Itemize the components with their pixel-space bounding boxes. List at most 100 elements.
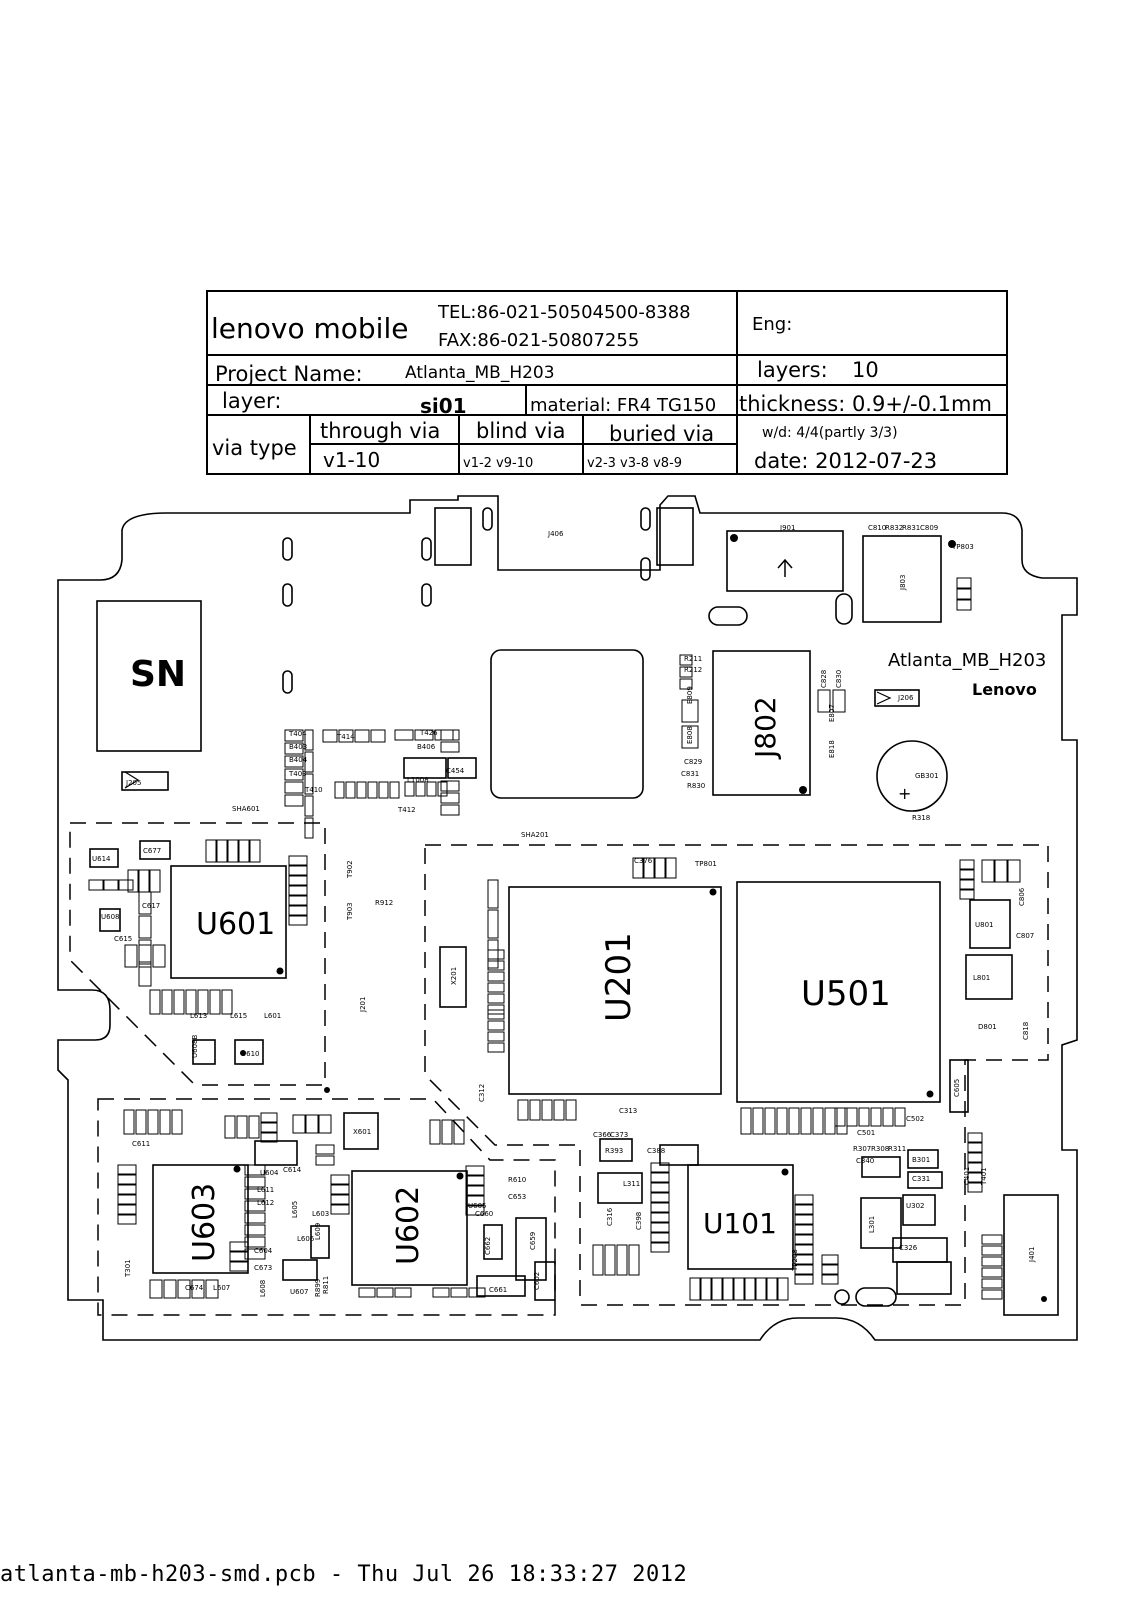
pad	[354, 729, 370, 743]
refdes-c674: C674	[185, 1284, 204, 1292]
pad	[159, 1109, 171, 1135]
refdes-c454: C454	[446, 767, 465, 775]
pad	[846, 1107, 858, 1127]
pad	[88, 879, 104, 891]
pad	[700, 1277, 712, 1301]
buried-via-label: buried via	[609, 422, 714, 446]
pad	[959, 869, 975, 880]
refdes-r811: R811	[322, 1276, 330, 1294]
refdes-l311: L311	[623, 1180, 640, 1188]
pad	[177, 1279, 191, 1299]
refdes-t903: T903	[346, 902, 354, 921]
refdes-c677: C677	[143, 847, 161, 855]
pad	[394, 729, 414, 741]
pad	[487, 1042, 505, 1053]
company-name: lenovo mobile	[211, 312, 408, 345]
pad	[304, 773, 314, 795]
pad	[967, 1182, 983, 1193]
pad	[440, 792, 460, 804]
refdes-b301: B301	[912, 1156, 930, 1164]
refdes-e808: E808	[686, 726, 694, 744]
pad	[138, 944, 152, 968]
pad	[487, 960, 505, 971]
pad	[288, 855, 308, 866]
refdes-c605: C605	[953, 1079, 961, 1097]
pad	[209, 989, 221, 1015]
pad	[117, 1214, 137, 1225]
pad	[367, 781, 378, 799]
sn-label: SN	[130, 654, 186, 695]
pad	[681, 699, 699, 723]
refdes-c615: C615	[114, 935, 132, 943]
ic-label-u601: U601	[196, 907, 275, 942]
small-pads	[88, 577, 1021, 1301]
refdes-u607: U607	[290, 1288, 308, 1296]
pad	[389, 781, 400, 799]
pad	[800, 1107, 812, 1135]
arrow-icon	[777, 558, 793, 577]
pad	[216, 839, 228, 863]
pad	[244, 1224, 266, 1236]
pad	[149, 989, 161, 1015]
refdes-r311: R311	[888, 1145, 906, 1153]
pad	[821, 1274, 839, 1285]
refdes-c828: C828	[820, 670, 828, 688]
refdes-c316: C316	[606, 1207, 614, 1226]
refdes-u608: U608	[101, 913, 119, 921]
pad	[650, 1232, 670, 1243]
pad	[149, 869, 161, 893]
refdes-c653: C653	[508, 1193, 526, 1201]
ic-label-u501: U501	[801, 974, 891, 1014]
pad	[616, 1244, 628, 1276]
refdes-c340: C340	[856, 1157, 874, 1165]
pad	[284, 794, 304, 807]
pad	[288, 885, 308, 896]
pad	[650, 1212, 670, 1223]
pad	[654, 857, 666, 879]
refdes-c818: C818	[1022, 1022, 1030, 1040]
refdes-l601: L601	[264, 1012, 281, 1020]
pad	[338, 729, 354, 743]
pad	[124, 944, 138, 968]
refdes-c502: C502	[906, 1115, 924, 1123]
plus-icon: +	[898, 784, 911, 803]
pad	[465, 1195, 485, 1206]
title-block	[206, 290, 1008, 475]
refdes-u605: U605	[468, 1202, 486, 1210]
pad	[834, 1107, 846, 1127]
pad	[794, 1214, 814, 1225]
pad	[414, 729, 434, 741]
project-label: Project Name:	[215, 362, 363, 386]
refdes-r212: R212	[684, 666, 702, 674]
pad	[284, 781, 304, 794]
pad	[432, 1287, 450, 1298]
pad	[882, 1107, 894, 1127]
refdes-t902: T902	[346, 860, 354, 879]
pad	[191, 1279, 205, 1299]
pad	[197, 989, 209, 1015]
refdes-j401: J401	[1028, 1247, 1036, 1263]
pad	[766, 1277, 778, 1301]
pad	[440, 741, 460, 753]
pad	[117, 1164, 137, 1175]
pad	[794, 1234, 814, 1245]
refdes-c831: C831	[681, 770, 699, 778]
pad	[138, 915, 152, 939]
pad	[434, 729, 454, 741]
pad	[679, 666, 693, 678]
pad	[260, 1122, 278, 1133]
refdes-c611: C611	[132, 1140, 150, 1148]
pad	[681, 725, 699, 749]
pad	[161, 989, 173, 1015]
pad	[981, 1245, 1003, 1256]
refdes-tp803: TP803	[951, 543, 974, 551]
refdes-l611: L611	[257, 1186, 274, 1194]
pad	[152, 944, 166, 968]
pad	[981, 1278, 1003, 1289]
material-text: material: FR4 TG150	[530, 395, 716, 416]
refdes-j201: J201	[359, 997, 367, 1013]
refdes-c331: C331	[912, 1175, 930, 1183]
pad	[118, 879, 134, 891]
wd-text: w/d: 4/4(partly 3/3)	[762, 425, 898, 441]
